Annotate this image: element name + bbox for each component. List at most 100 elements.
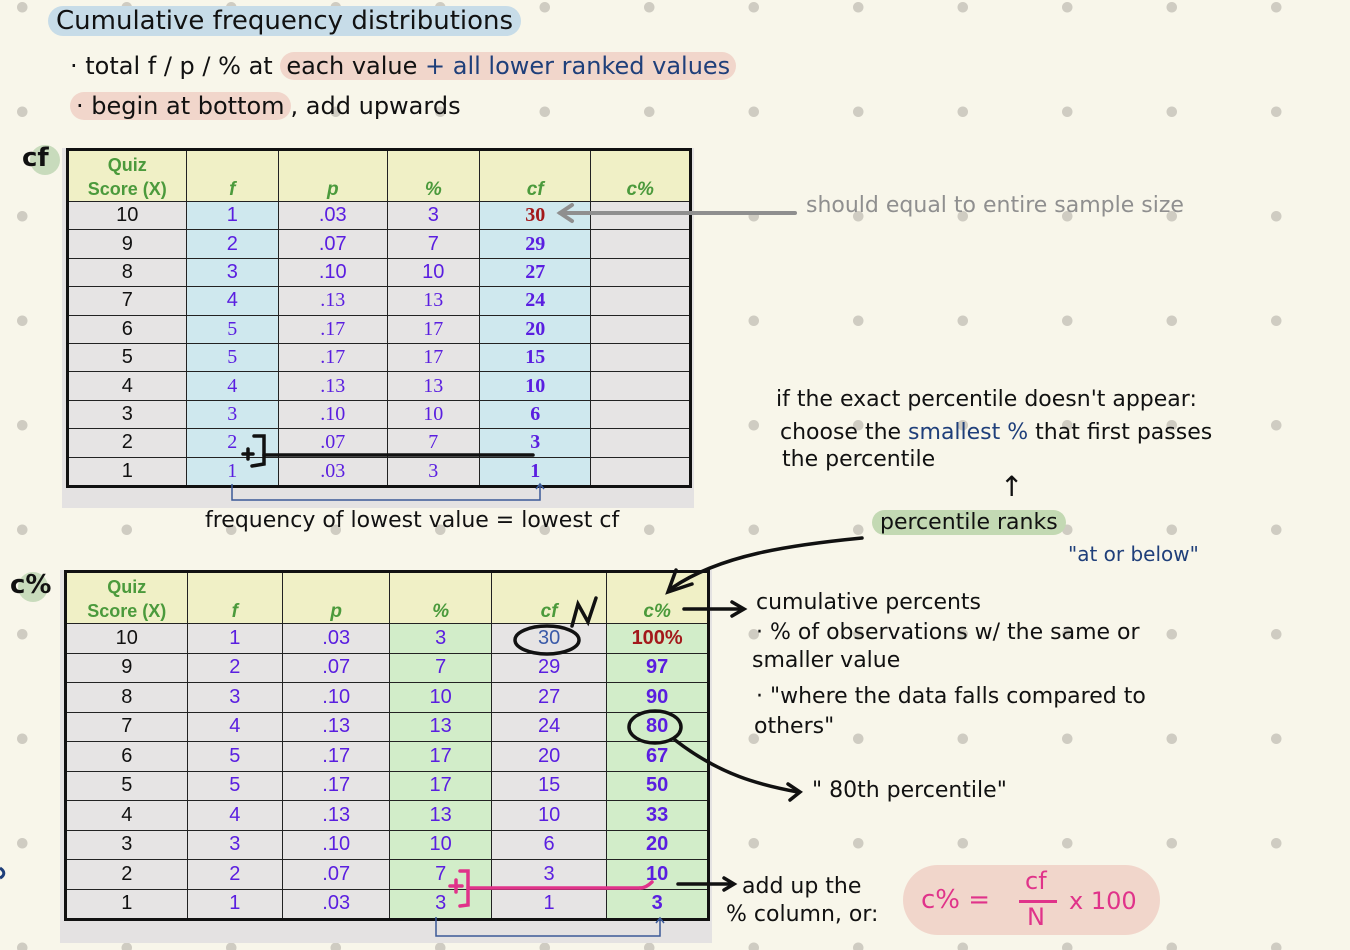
col-header-percent: % [389, 571, 492, 624]
cell-percent: 13 [386, 286, 481, 316]
cell-cf: 10 [479, 371, 592, 401]
cpct-formula: c% = cf N x 100 [903, 865, 1160, 935]
cell-cpct: 10 [606, 859, 709, 890]
cell-cpct [590, 200, 691, 231]
cell-score: 7 [67, 286, 187, 316]
cell-p: .03 [278, 456, 388, 487]
cell-cf: 30 [490, 623, 608, 654]
cell-score: 8 [65, 682, 188, 713]
cell-percent: 13 [386, 371, 481, 401]
cell-score: 2 [65, 859, 188, 890]
cell-p: .17 [281, 770, 391, 801]
note-percentile-line1: if the exact percentile doesn't appear: [776, 387, 1197, 412]
bullet-begin-bottom: · begin at bottom, add upwards [70, 92, 461, 120]
cell-f: 3 [185, 257, 280, 288]
cell-percent: 3 [389, 623, 492, 654]
formula-multiplier: x 100 [1069, 887, 1137, 915]
highlight-each-value: each value + all lower ranked values [280, 52, 737, 80]
cell-cpct [590, 371, 691, 401]
cell-cpct: 90 [606, 682, 709, 713]
cum-bullet-2b: others" [754, 714, 835, 739]
eightieth-percentile-note: " 80th percentile" [812, 778, 1007, 803]
cell-f: 5 [185, 314, 280, 344]
col-header-cpct: c% [606, 571, 709, 624]
cell-score: 10 [65, 623, 188, 654]
cell-cpct [590, 342, 691, 373]
cell-cf: 24 [490, 711, 608, 742]
cell-percent: 17 [389, 770, 492, 801]
cell-cpct [590, 428, 691, 458]
cell-cpct: 20 [606, 829, 709, 860]
annotation-sample-size: should equal to entire sample size [806, 193, 1184, 218]
cell-f: 1 [186, 888, 283, 920]
cell-score: 3 [65, 829, 188, 860]
cell-score: 7 [65, 711, 188, 742]
cell-p: .07 [278, 428, 388, 458]
cell-cpct [590, 229, 691, 259]
cell-percent: 17 [389, 741, 492, 772]
cell-p: .10 [278, 257, 388, 288]
cell-p: .17 [278, 314, 388, 344]
cell-f: 3 [185, 399, 280, 430]
cell-cf: 15 [490, 770, 608, 801]
formula-fraction-bar [1019, 900, 1057, 903]
cell-p: .10 [281, 682, 391, 713]
add-up-line2: % column, or: [726, 902, 879, 927]
cell-cf: 15 [479, 342, 592, 373]
cell-percent: 10 [386, 257, 481, 288]
cell-cpct: 80 [606, 711, 709, 742]
cell-cf: 6 [479, 399, 592, 430]
cell-cpct [590, 257, 691, 288]
cell-cpct: 97 [606, 652, 709, 683]
cell-cf: 27 [479, 257, 592, 288]
cell-score: 9 [67, 229, 187, 259]
cell-score: 6 [67, 314, 187, 344]
cpct-table-label: c% [10, 570, 52, 602]
cell-cf: 6 [490, 829, 608, 860]
cell-score: 2 [67, 428, 187, 458]
cum-bullet-2a: · "where the data falls compared to [756, 684, 1146, 709]
cell-p: .13 [281, 711, 391, 742]
cell-cpct [590, 399, 691, 430]
cell-percent: 3 [386, 200, 481, 231]
col-header-p: p [278, 149, 388, 202]
cell-cf: 27 [490, 682, 608, 713]
cell-percent: 10 [386, 399, 481, 430]
cell-f: 2 [185, 428, 280, 458]
up-arrow-icon: ↑ [1000, 470, 1024, 503]
cell-p: .17 [278, 342, 388, 373]
cell-f: 1 [185, 456, 280, 487]
col-header-cpct: c% [590, 149, 691, 202]
bullet-total: · total f / p / % at each value + all lo… [70, 52, 737, 80]
cf-table-label: cf [22, 143, 60, 175]
cell-percent: 7 [386, 229, 481, 259]
cell-cpct [590, 286, 691, 316]
cell-cf: 24 [479, 286, 592, 316]
cell-cpct: 33 [606, 800, 709, 831]
cell-percent: 17 [386, 342, 481, 373]
cell-f: 4 [186, 800, 283, 831]
cell-cf: 30 [479, 200, 592, 231]
cell-f: 4 [185, 286, 280, 316]
cell-percent: 13 [389, 800, 492, 831]
formula-denominator: N [1027, 903, 1045, 931]
cell-score: 9 [65, 652, 188, 683]
cell-f: 5 [186, 770, 283, 801]
